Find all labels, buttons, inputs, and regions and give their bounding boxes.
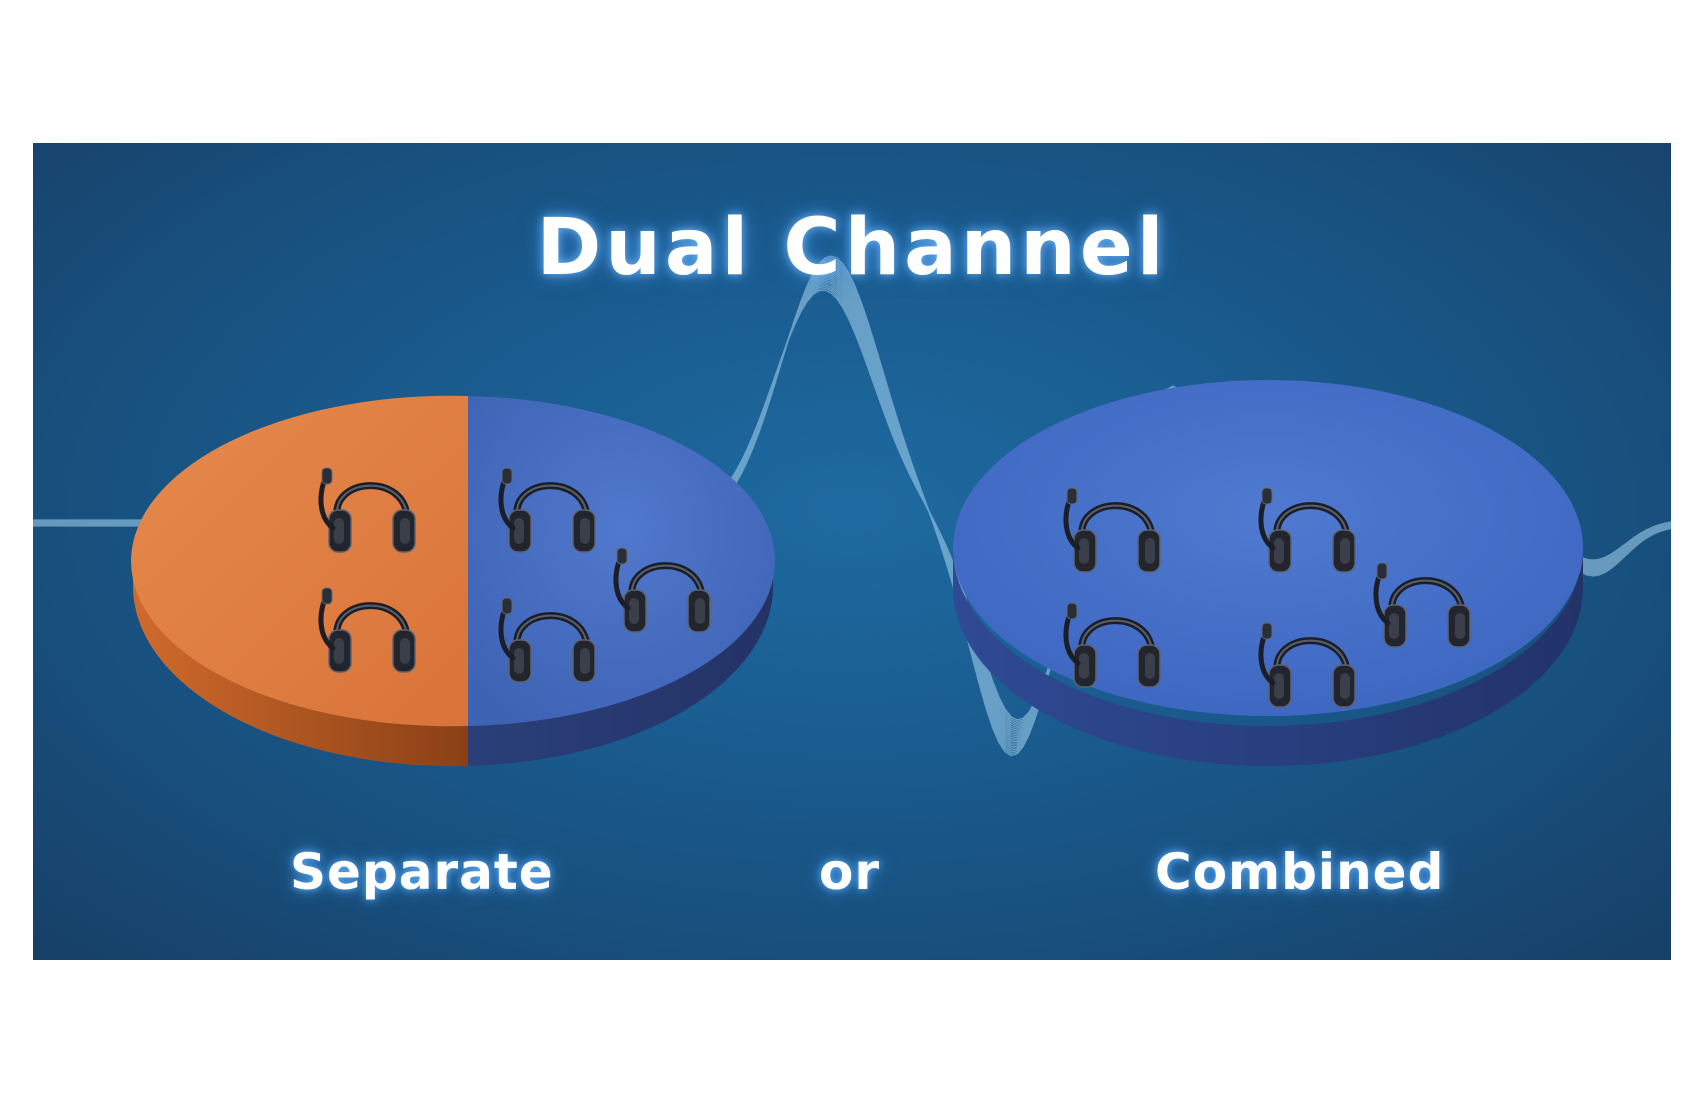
diagram-panel: Dual Channel Separate or Combined [33,143,1671,960]
combined-disk [953,380,1583,766]
separate-label: Separate [290,843,554,901]
headset-icon [318,587,416,673]
headset-icon [1258,622,1356,708]
headset-icon [1258,487,1356,573]
headset-icon [318,467,416,553]
headset-icon [1063,602,1161,688]
headset-icon [498,467,596,553]
combined-label: Combined [1155,843,1445,901]
headset-icons [318,467,1471,708]
headset-icon [1063,487,1161,573]
diagram-graphics [33,255,1671,767]
diagram-title: Dual Channel [536,203,1168,293]
headset-icon [1373,562,1471,648]
orange-segment [131,395,468,727]
headset-icon [498,597,596,683]
or-label: or [819,843,881,901]
separate-disk [131,395,775,767]
headset-icon [613,547,711,633]
